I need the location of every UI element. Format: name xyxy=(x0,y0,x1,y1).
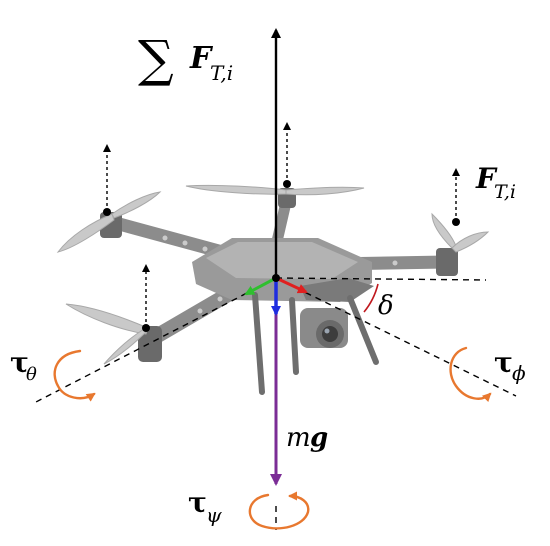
tau-phi-label: τ xyxy=(494,346,513,379)
rotor-thrust-label-F: F xyxy=(475,162,498,195)
tau-phi-sub: ϕ xyxy=(512,361,526,385)
drone-top-plate xyxy=(206,242,358,279)
tau-theta-label: τ xyxy=(10,346,29,379)
delta-angle-label: δ xyxy=(378,291,394,321)
tau-psi-label: τ xyxy=(188,486,207,519)
rotor-thrust-label-sub: T,i xyxy=(494,181,516,203)
tau-psi-arrow xyxy=(248,491,310,530)
rotor-thrust-arrows xyxy=(103,122,460,328)
roll-axis-line xyxy=(35,277,277,403)
total-thrust-label-sub: T,i xyxy=(210,61,233,85)
drone-propellers xyxy=(56,184,490,365)
drone-battery-cover xyxy=(300,278,374,302)
weight-label-g: g xyxy=(310,423,328,453)
tau-psi-sub: ψ xyxy=(206,503,222,527)
center-of-mass-dot xyxy=(272,274,280,282)
body-axes-dashed xyxy=(35,277,517,530)
rotor-center-dots xyxy=(103,180,460,332)
weight-label-m: m xyxy=(286,423,311,453)
delta-angle-arc xyxy=(363,283,379,313)
pitch-axis-line xyxy=(275,277,517,397)
drone-landing-gear xyxy=(252,292,379,395)
rotation-arrow-icon xyxy=(53,346,492,530)
sum-symbol: ∑ xyxy=(138,30,174,88)
tau-theta-sub: θ xyxy=(26,364,37,385)
body-y-axis-arrow xyxy=(244,276,277,296)
reference-axis-line xyxy=(275,277,487,281)
tau-phi-arrow xyxy=(449,346,492,403)
drone-camera xyxy=(300,308,348,348)
tau-theta-arrow xyxy=(53,349,96,402)
body-x-axis-arrow xyxy=(275,276,308,294)
total-thrust-label-F: F xyxy=(189,41,214,76)
quadrotor-drone-icon xyxy=(56,184,490,395)
drone-motors xyxy=(100,188,458,362)
